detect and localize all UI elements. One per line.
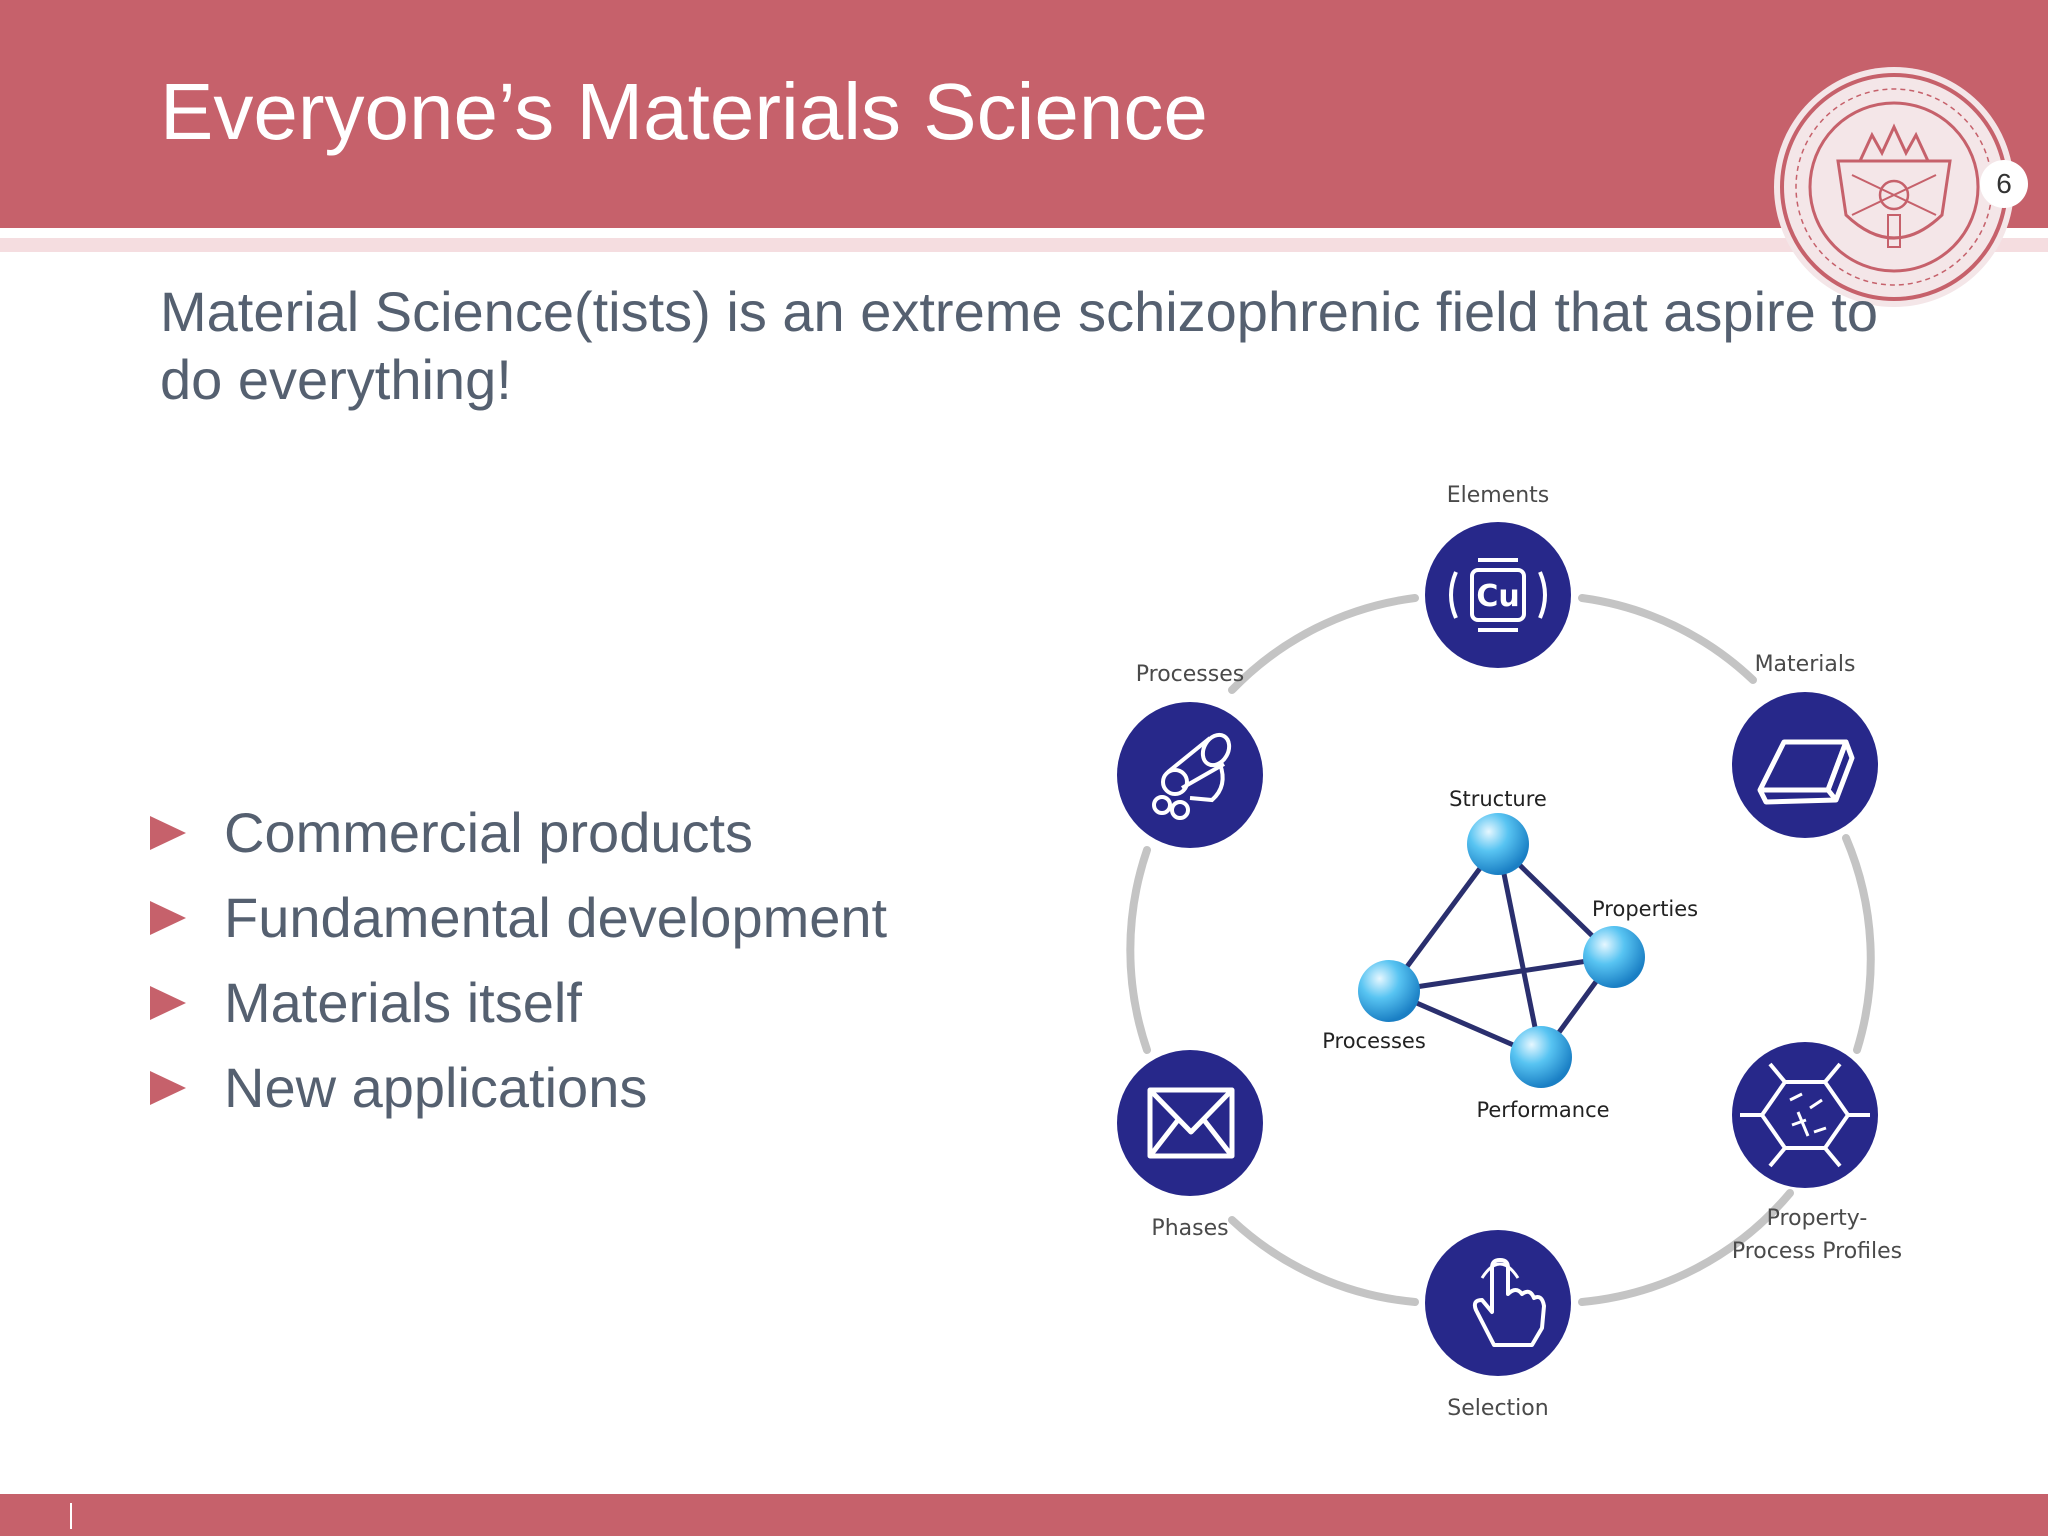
node-materials (1732, 692, 1878, 838)
bullet-list: Commercial products Fundamental developm… (150, 790, 887, 1130)
sphere-structure (1467, 813, 1529, 875)
header-divider-light (0, 238, 2048, 252)
node-label-elements: Elements (1447, 483, 1550, 508)
node-elements: Cu (1425, 522, 1571, 668)
pointer-hand-icon (1472, 1258, 1546, 1347)
ring-arc (1578, 594, 1757, 684)
bullet-text: New applications (224, 1056, 648, 1119)
list-item: Materials itself (150, 960, 887, 1045)
slide-header (0, 0, 2048, 228)
bullet-arrow-icon (150, 985, 186, 1020)
list-item: Commercial products (150, 790, 887, 875)
cycle-ring (1126, 594, 1875, 1306)
bullet-text: Fundamental development (224, 886, 888, 949)
inner-label-performance: Performance (1476, 1098, 1609, 1122)
list-item: Fundamental development (150, 875, 887, 960)
envelope-phase-icon (1147, 1087, 1235, 1159)
microstructure-icon (1740, 1062, 1870, 1168)
ring-arc (1842, 834, 1875, 1054)
header-divider (0, 228, 2048, 238)
node-label-property-process-line2: Process Profiles (1732, 1239, 1902, 1264)
bullet-arrow-icon (150, 815, 186, 850)
node-property-process-profiles (1732, 1042, 1878, 1188)
element-cu-icon: Cu (1449, 558, 1547, 632)
bullet-arrow-icon (150, 1070, 186, 1105)
ring-arc (1228, 594, 1419, 694)
slide-footer (0, 1494, 2048, 1536)
node-label-processes: Processes (1136, 662, 1244, 687)
materials-cycle-diagram: Elements Cu Materials Property- Process … (1117, 483, 1902, 1421)
bullet-arrow-icon (150, 900, 186, 935)
ring-arc (1126, 846, 1151, 1054)
ring-arc (1228, 1216, 1419, 1306)
element-symbol: Cu (1476, 579, 1519, 614)
page-number-badge: 6 (1980, 160, 2028, 208)
tetra-edge (1495, 843, 1544, 1058)
tetra-edge (1388, 954, 1615, 994)
list-item: New applications (150, 1045, 887, 1130)
bullet-text: Commercial products (224, 801, 754, 864)
rolls-icon (1152, 732, 1232, 820)
node-processes (1117, 702, 1263, 848)
node-phases (1117, 1050, 1263, 1196)
slide-subtitle: Material Science(tists) is an extreme sc… (160, 280, 1879, 411)
inner-tetrahedron (1386, 842, 1617, 1060)
node-selection (1425, 1230, 1571, 1376)
footer-marker (70, 1503, 72, 1529)
bullet-text: Materials itself (224, 971, 582, 1034)
inner-label-properties: Properties (1592, 897, 1698, 921)
sphere-properties (1583, 926, 1645, 988)
node-label-phases: Phases (1151, 1216, 1228, 1241)
ingot-icon (1757, 739, 1855, 805)
node-label-selection: Selection (1447, 1396, 1548, 1421)
inner-label-processes: Processes (1322, 1029, 1426, 1053)
node-label-property-process-line1: Property- (1767, 1206, 1868, 1231)
sphere-processes (1358, 960, 1420, 1022)
ring-arc (1578, 1189, 1794, 1306)
node-label-materials: Materials (1755, 652, 1856, 677)
inner-label-structure: Structure (1449, 787, 1547, 811)
sphere-performance (1510, 1026, 1572, 1088)
slide-title: Everyone’s Materials Science (160, 67, 1208, 156)
